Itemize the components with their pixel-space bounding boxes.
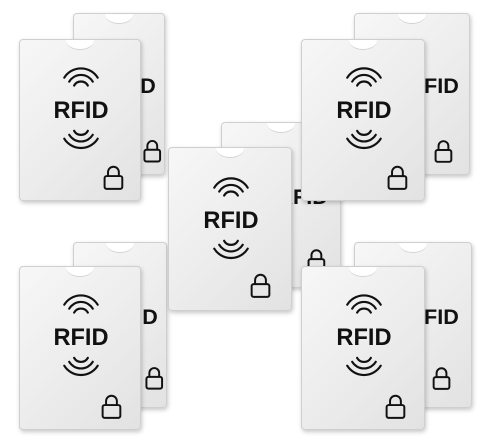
rfid-label: RFID <box>336 98 391 124</box>
wireless-signal-icon <box>63 67 99 87</box>
lock-icon <box>387 165 408 190</box>
sleeve-thumb-notch <box>216 148 244 158</box>
wireless-signal-icon <box>346 294 382 314</box>
sleeve-thumb-notch <box>399 243 427 253</box>
rfid-label: RFID <box>53 325 108 351</box>
lock-icon <box>434 140 453 163</box>
sleeve-graphic: RFID <box>336 294 406 419</box>
sleeve-thumb-notch <box>66 267 94 277</box>
sleeve-graphic: RFID <box>336 67 408 190</box>
lock-icon <box>143 140 162 163</box>
wireless-signal-icon <box>63 129 99 149</box>
rfid-label: RFID <box>203 208 258 234</box>
rfid-label: RFID <box>53 98 108 124</box>
wireless-signal-icon <box>346 129 382 150</box>
wireless-signal-icon <box>346 356 382 377</box>
lock-icon <box>432 367 451 390</box>
sleeve-thumb-notch <box>398 14 426 24</box>
lock-icon <box>145 367 164 390</box>
rfid-sleeve-front-bottom-left: RFID <box>19 266 141 430</box>
wireless-signal-icon <box>346 67 382 87</box>
rfid-label: RFID <box>336 325 391 351</box>
lock-icon <box>103 165 124 190</box>
wireless-signal-icon <box>213 239 249 259</box>
sleeve-graphic: RFID <box>53 67 124 190</box>
sleeve-thumb-notch <box>66 40 94 50</box>
wireless-signal-icon <box>63 356 99 377</box>
sleeve-thumb-notch <box>106 243 134 253</box>
sleeve-thumb-notch <box>349 40 377 50</box>
sleeve-graphic: RFID <box>53 294 122 419</box>
sleeve-thumb-notch <box>349 267 377 277</box>
sleeve-thumb-notch <box>267 123 295 133</box>
wireless-signal-icon <box>213 177 249 197</box>
rfid-sleeve-front-bottom-right: RFID <box>301 266 425 430</box>
rfid-sleeve-front-top-right: RFID <box>301 39 425 201</box>
lock-icon <box>101 394 122 419</box>
rfid-sleeve-front-top-left: RFID <box>19 39 141 201</box>
sleeve-graphic: RFID <box>203 177 271 298</box>
lock-icon <box>385 394 406 419</box>
wireless-signal-icon <box>63 294 99 314</box>
rfid-sleeve-front-center: RFID <box>168 147 292 311</box>
lock-icon <box>250 273 271 298</box>
sleeve-thumb-notch <box>105 14 133 24</box>
